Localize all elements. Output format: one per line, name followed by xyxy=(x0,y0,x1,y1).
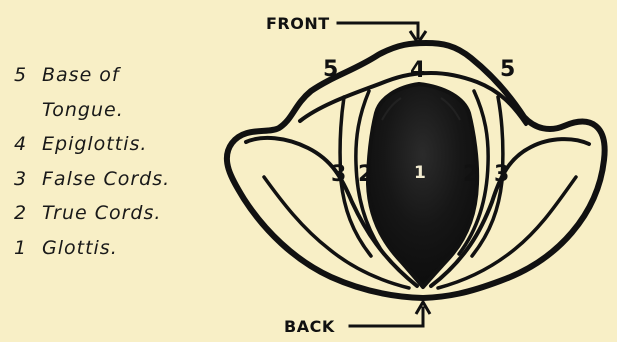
left-false-cord-label: 3 xyxy=(331,162,346,187)
right-false-cord-label: 3 xyxy=(494,162,509,187)
glottis-label: 1 xyxy=(414,163,426,183)
epiglottis-label: 4 xyxy=(410,58,425,83)
left-tongue-label: 5 xyxy=(323,57,338,82)
front-arrow-line xyxy=(338,23,418,38)
back-label: BACK xyxy=(284,317,335,336)
right-tongue-label: 5 xyxy=(500,57,515,82)
right-true-cord-label: 2 xyxy=(463,162,478,187)
back-arrow-line xyxy=(350,308,423,326)
front-label: FRONT xyxy=(266,14,330,33)
left-true-cord-label: 2 xyxy=(358,162,373,187)
